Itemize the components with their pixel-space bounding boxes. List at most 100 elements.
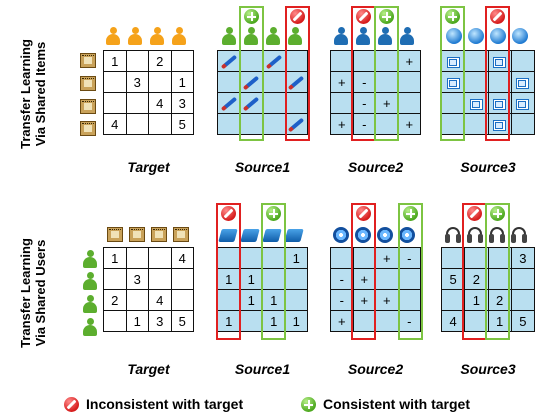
web-icon	[490, 28, 506, 44]
cell: 5	[170, 113, 194, 135]
web-icon	[512, 28, 528, 44]
user-icon	[83, 295, 97, 313]
window-icon	[493, 56, 507, 68]
cell	[284, 289, 308, 311]
disc-icon	[355, 227, 371, 243]
user-icon	[150, 27, 164, 45]
cell: 1	[239, 289, 263, 311]
user-icon	[334, 27, 348, 45]
paintbrush-icon	[220, 96, 237, 112]
user-icon	[106, 27, 120, 45]
cell	[103, 71, 127, 93]
plus-icon	[301, 397, 316, 412]
user-icon	[83, 318, 97, 336]
cell	[464, 247, 489, 269]
no-sign-icon	[356, 9, 371, 24]
cell: 5	[170, 310, 194, 332]
cell	[375, 71, 399, 93]
no-sign-icon	[64, 397, 79, 412]
cell: 3	[125, 71, 149, 93]
cell: 2	[103, 289, 127, 311]
cell	[440, 92, 466, 114]
no-sign-icon	[221, 206, 236, 221]
cell: -	[352, 113, 376, 135]
top-source1-grid	[217, 50, 308, 135]
window-icon	[516, 98, 530, 110]
headphones-icon	[445, 227, 461, 243]
cell	[103, 92, 127, 114]
cell: 1	[262, 310, 286, 332]
cell	[262, 50, 286, 72]
user-icon	[83, 250, 97, 268]
window-icon	[469, 98, 483, 110]
cell	[103, 268, 127, 290]
cell	[284, 50, 308, 72]
cell	[440, 289, 466, 311]
cell	[239, 113, 263, 135]
panel-label: Source1	[234, 159, 291, 175]
panel-label: Target	[127, 159, 170, 175]
cell: +	[352, 268, 376, 290]
cell	[487, 247, 512, 269]
cell	[217, 71, 241, 93]
paintbrush-icon	[288, 75, 305, 91]
film-icon	[80, 121, 96, 136]
cell	[440, 71, 466, 93]
cell: +	[375, 92, 399, 114]
cell	[239, 92, 263, 114]
cell	[170, 50, 194, 72]
book-icon	[284, 229, 304, 242]
cell	[510, 268, 535, 290]
cell	[262, 71, 286, 93]
user-icon	[83, 272, 97, 290]
cell	[464, 310, 489, 332]
cell	[125, 50, 149, 72]
film-icon	[80, 76, 96, 91]
cell	[397, 289, 421, 311]
cell	[148, 113, 172, 135]
window-icon	[516, 77, 530, 89]
plus-icon	[403, 206, 418, 221]
paintbrush-icon	[243, 96, 260, 112]
cell	[375, 268, 399, 290]
no-sign-icon	[490, 9, 505, 24]
paintbrush-icon	[243, 75, 260, 91]
user-icon	[378, 27, 392, 45]
section-label-line: Via Shared Users	[33, 239, 48, 347]
no-sign-icon	[467, 206, 482, 221]
cell	[510, 71, 535, 93]
panel-label: Source3	[460, 159, 516, 175]
cell: 1	[170, 71, 194, 93]
cell: -	[352, 92, 376, 114]
bottom-source2-grid: +- -+ -++ +-	[330, 247, 421, 332]
book-icon	[262, 229, 282, 242]
cell	[510, 113, 535, 135]
cell	[262, 247, 286, 269]
cell: 2	[148, 50, 172, 72]
cell: 1	[464, 289, 489, 311]
cell: 4	[148, 289, 172, 311]
cell: 2	[487, 289, 512, 311]
paintbrush-icon	[288, 117, 305, 133]
plus-icon	[266, 206, 281, 221]
legend-consistent: Consistent with target	[323, 396, 471, 412]
cell	[464, 92, 489, 114]
cell: -	[330, 289, 354, 311]
cell	[487, 113, 512, 135]
cell	[397, 71, 421, 93]
cell	[487, 268, 512, 290]
user-icon	[266, 27, 280, 45]
web-icon	[446, 28, 462, 44]
cell	[330, 92, 354, 114]
cell	[375, 310, 399, 332]
cell: 3	[125, 268, 149, 290]
cell: 1	[239, 268, 263, 290]
no-sign-icon	[356, 206, 371, 221]
cell: 2	[464, 268, 489, 290]
cell: 4	[103, 113, 127, 135]
book-icon	[240, 229, 260, 242]
user-icon	[244, 27, 258, 45]
cell	[103, 310, 127, 332]
cell	[487, 92, 512, 114]
cell	[217, 247, 241, 269]
